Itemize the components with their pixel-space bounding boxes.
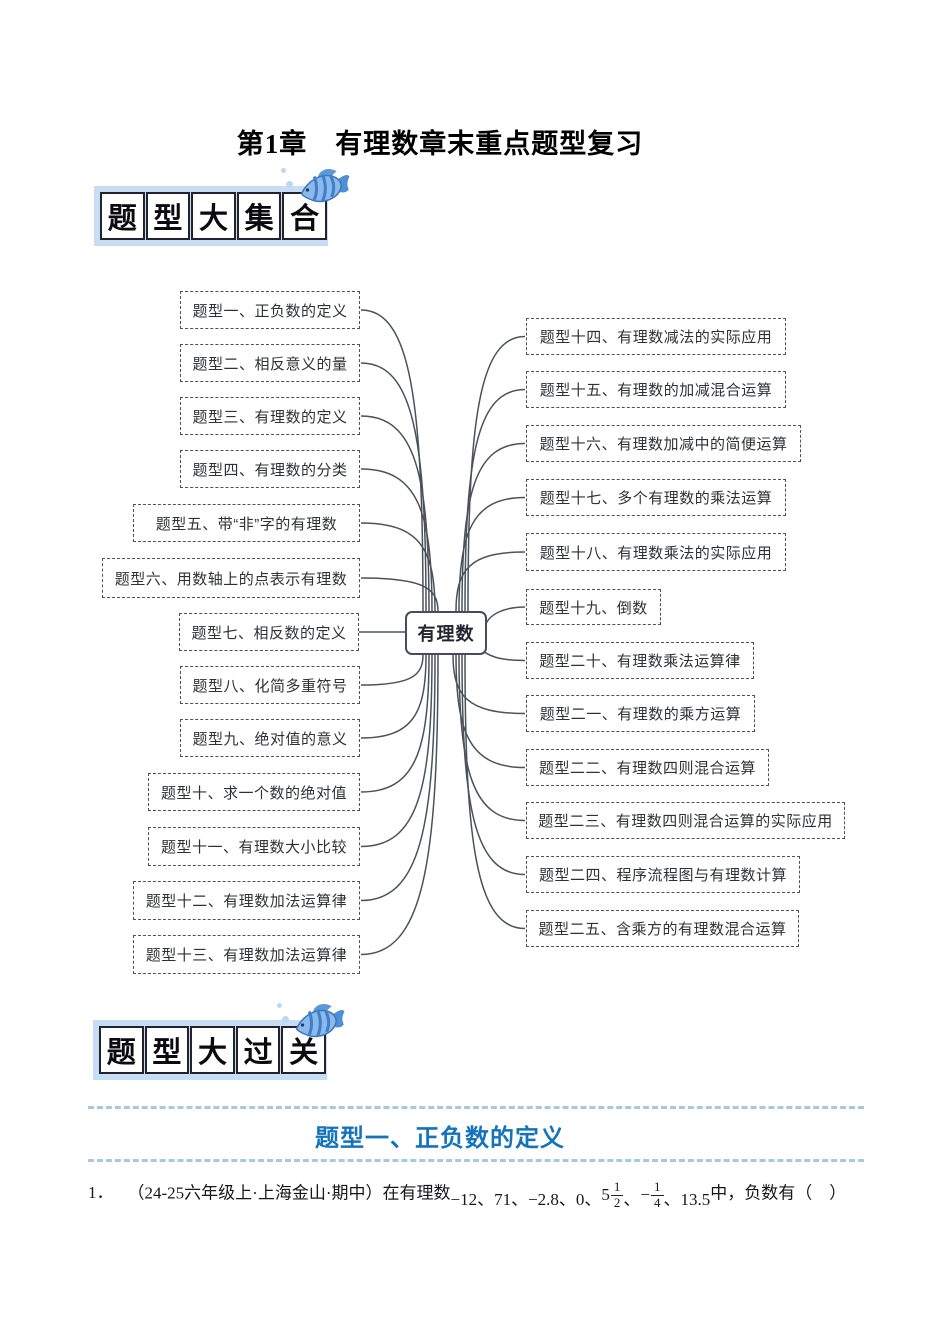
map-item-left-11: 题型十一、有理数大小比较 <box>148 827 360 866</box>
mindmap-center-node: 有理数 <box>405 611 487 655</box>
map-item-left-7: 题型七、相反数的定义 <box>179 613 359 651</box>
map-item-right-21: 题型二一、有理数的乘方运算 <box>526 695 755 732</box>
fish-icon <box>295 1003 345 1038</box>
map-item-left-5: 题型五、带“非”字的有理数 <box>133 504 360 542</box>
banner-char: 题 <box>99 1026 144 1074</box>
question-1: 1．（24-25六年级上·上海金山·期中）在有理数−12、71、−2.8、0、5… <box>88 1178 878 1210</box>
question-number: 1． <box>88 1183 114 1203</box>
map-item-right-15: 题型十五、有理数的加减混合运算 <box>526 371 786 408</box>
math-separator: 、 <box>584 1190 602 1210</box>
map-item-right-14: 题型十四、有理数减法的实际应用 <box>526 318 786 355</box>
map-item-left-9: 题型九、绝对值的意义 <box>180 719 360 757</box>
math-number: 0 <box>575 1190 585 1210</box>
map-item-left-12: 题型十二、有理数加法运算律 <box>133 881 360 920</box>
question-suffix: 中，负数有（ ） <box>710 1183 847 1203</box>
banner-char: 型 <box>145 192 191 240</box>
banner-char: 大 <box>191 192 236 240</box>
map-item-right-24: 题型二四、程序流程图与有理数计算 <box>526 856 800 893</box>
map-item-left-8: 题型八、化简多重符号 <box>180 666 360 704</box>
math-separator: 、 <box>558 1190 576 1210</box>
math-number: −2.8 <box>528 1190 559 1210</box>
banner-char: 大 <box>190 1026 235 1074</box>
banner-pass: 题型大过关 <box>93 1020 327 1080</box>
fish-icon <box>300 168 350 203</box>
math-number: −12 <box>450 1190 478 1210</box>
map-item-left-1: 题型一、正负数的定义 <box>180 291 360 329</box>
map-item-right-20: 题型二十、有理数乘法运算律 <box>526 642 754 679</box>
section-heading: 题型一、正负数的定义 <box>315 1125 565 1152</box>
bubble-icon <box>282 1016 289 1023</box>
banner-char: 集 <box>236 192 282 240</box>
math-number: 13.5 <box>680 1190 711 1210</box>
math-separator: 、 <box>477 1190 495 1210</box>
mindmap: 有理数 题型一、正负数的定义题型二、相反意义的量题型三、有理数的定义题型四、有理… <box>102 291 845 974</box>
map-item-right-25: 题型二五、含乘方的有理数混合运算 <box>526 910 799 947</box>
math-number: 71 <box>494 1190 512 1210</box>
bubble-icon <box>286 181 293 188</box>
math-separator: 、 <box>663 1190 681 1210</box>
page-title: 第1章 有理数章末重点题型复习 <box>236 129 644 159</box>
map-item-right-19: 题型十九、倒数 <box>526 589 661 625</box>
math-separator: 、 <box>511 1190 529 1210</box>
map-item-right-18: 题型十八、有理数乘法的实际应用 <box>526 533 786 571</box>
map-item-right-23: 题型二三、有理数四则混合运算的实际应用 <box>526 802 845 839</box>
map-item-right-22: 题型二二、有理数四则混合运算 <box>526 749 769 786</box>
banner-char: 题 <box>100 192 145 240</box>
banner-char: 型 <box>144 1026 190 1074</box>
map-item-left-6: 题型六、用数轴上的点表示有理数 <box>102 558 360 598</box>
banner-char: 过 <box>235 1026 281 1074</box>
banner-collection: 题型大集合 <box>94 186 328 246</box>
map-item-right-17: 题型十七、多个有理数的乘法运算 <box>526 479 786 516</box>
map-item-left-13: 题型十三、有理数加法运算律 <box>133 935 360 974</box>
question-prefix: （24-25六年级上·上海金山·期中）在有理数 <box>127 1183 451 1203</box>
map-item-right-16: 题型十六、有理数加减中的简便运算 <box>526 425 801 462</box>
map-item-left-2: 题型二、相反意义的量 <box>180 344 360 382</box>
map-item-left-10: 题型十、求一个数的绝对值 <box>148 773 360 811</box>
map-item-left-3: 题型三、有理数的定义 <box>180 397 360 435</box>
map-item-left-4: 题型四、有理数的分类 <box>180 450 360 488</box>
math-separator: 、 <box>623 1190 641 1210</box>
divider-bottom <box>88 1159 864 1162</box>
bubble-icon <box>281 168 286 173</box>
divider-top <box>88 1106 864 1109</box>
bubble-icon <box>277 1003 282 1008</box>
